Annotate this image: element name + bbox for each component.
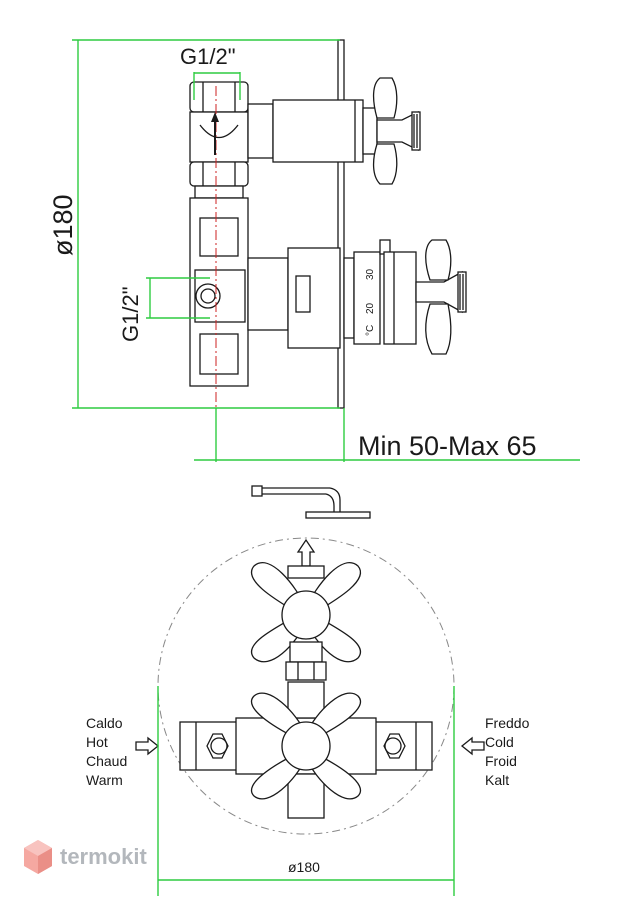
depth-label: Min 50-Max 65 [358, 431, 537, 461]
diameter-label: ø180 [288, 859, 320, 875]
side-thread-label: G1/2" [118, 286, 143, 342]
upper-valve [189, 81, 378, 199]
hot-label-fr: Chaud [86, 753, 127, 769]
upper-handle-side [372, 77, 421, 185]
side-thread-dimension: G1/2" [118, 277, 210, 342]
cold-inlet-nut [383, 733, 406, 759]
flow-arrow-icon [211, 112, 219, 122]
shower-arm-icon [251, 485, 371, 519]
depth-dimension: Min 50-Max 65 [194, 408, 580, 462]
watermark-logo: termokit [24, 840, 147, 874]
outlet-port [195, 283, 221, 309]
front-view: Caldo Hot Chaud Warm Freddo Cold Froid K… [86, 537, 530, 896]
cold-label-fr: Froid [485, 753, 517, 769]
height-dimension: ø180 [48, 39, 340, 409]
scale-30: 30 [365, 268, 376, 280]
cold-label-de: Kalt [485, 772, 509, 788]
outlet-up-arrow-icon [296, 538, 316, 567]
diameter-dimension: ø180 [157, 686, 455, 896]
lower-cross-handle [250, 692, 362, 800]
watermark-text: termokit [60, 844, 147, 869]
scale-20: 20 [365, 302, 376, 314]
hot-inlet-arrow-icon [135, 736, 160, 756]
side-view: 30 20 °C ø180 G1/2" [48, 39, 580, 462]
hot-label-it: Caldo [86, 715, 123, 731]
top-thread-label: G1/2" [180, 44, 236, 69]
hot-inlet-labels: Caldo Hot Chaud Warm [86, 715, 127, 788]
scale-unit: °C [365, 325, 376, 336]
cold-inlet-labels: Freddo Cold Froid Kalt [485, 715, 530, 788]
hot-label-en: Hot [86, 734, 108, 750]
wall-plate [337, 39, 345, 409]
upper-cross-handle [250, 562, 362, 681]
cold-label-en: Cold [485, 734, 514, 750]
height-label: ø180 [48, 194, 78, 256]
hot-label-de: Warm [86, 772, 123, 788]
hot-inlet-nut [206, 733, 229, 759]
cold-label-it: Freddo [485, 715, 530, 731]
thermostat-body-side: 30 20 °C [189, 197, 417, 387]
lower-handle-side [415, 239, 467, 355]
cold-inlet-arrow-icon [460, 736, 485, 756]
top-thread-dimension: G1/2" [180, 44, 241, 100]
thermostat-scale-ring [353, 251, 381, 345]
